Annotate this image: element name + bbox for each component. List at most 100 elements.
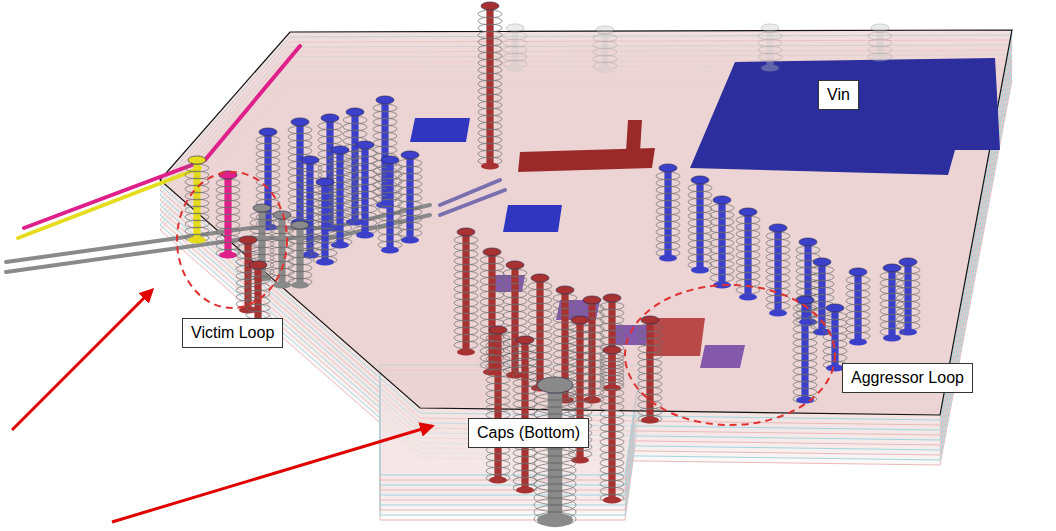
via-ring [373, 111, 397, 119]
via-ring [600, 368, 624, 376]
via-ring [353, 156, 377, 164]
via-ring [256, 178, 280, 186]
via-ring [688, 184, 712, 192]
via-ring [454, 271, 478, 279]
via-ring [638, 338, 662, 346]
via-ring [553, 350, 577, 358]
via-ring [600, 466, 624, 474]
via-ring [656, 186, 680, 194]
via-barrel [854, 272, 861, 342]
via-ring [736, 251, 760, 259]
via-ring [600, 382, 624, 390]
via-barrel [406, 155, 413, 240]
via-ring [503, 297, 527, 305]
via-ring [600, 424, 624, 432]
via-ring [513, 372, 537, 380]
via-cap [457, 228, 475, 236]
via-ring [688, 254, 712, 262]
via-cap [321, 114, 339, 122]
via-pad [761, 64, 779, 71]
via-ring [710, 274, 734, 282]
highlight-marks [12, 172, 835, 522]
via-barrel [361, 145, 368, 235]
via-ring [503, 290, 527, 298]
via-ring [710, 211, 734, 219]
via-ring [688, 205, 712, 213]
via-barrel [511, 265, 518, 375]
via-pad [537, 513, 573, 527]
via-ring [600, 410, 624, 418]
via-ring [553, 329, 577, 337]
via-ring [638, 408, 662, 416]
via-ring [298, 171, 322, 179]
via-ring [185, 164, 209, 172]
via-ring [503, 39, 527, 47]
via-ring [513, 393, 537, 401]
via-cap [739, 208, 757, 216]
pad [700, 345, 745, 368]
via-ring [688, 247, 712, 255]
via-ring [656, 179, 680, 187]
via-ring [553, 322, 577, 330]
via-ring [638, 401, 662, 409]
via-ring [600, 396, 624, 404]
via-ring [766, 260, 790, 268]
via-ring [823, 333, 847, 341]
via-ring [553, 308, 577, 316]
via-ring [553, 343, 577, 351]
via-ring [688, 191, 712, 199]
via-ring [568, 324, 592, 332]
via [486, 326, 510, 484]
pad [503, 205, 562, 232]
via-ring [478, 80, 502, 88]
via-ring [256, 171, 280, 179]
via-ring [600, 438, 624, 446]
via-ring [454, 334, 478, 342]
via-pad [596, 66, 614, 73]
via-ring [288, 257, 312, 265]
pad [410, 118, 470, 142]
via-barrel [904, 262, 911, 332]
via [593, 26, 617, 74]
via-barrel [548, 385, 562, 520]
via [758, 24, 782, 72]
via-ring [313, 228, 337, 236]
via-ring [486, 383, 510, 391]
via-ring [568, 345, 592, 353]
via [656, 164, 680, 262]
label-box: Caps (Bottom) [468, 418, 589, 448]
via [534, 377, 576, 527]
via-ring [766, 239, 790, 247]
via-ring [378, 213, 402, 221]
via-ring [373, 104, 397, 112]
via-ring [288, 243, 312, 251]
via-ring [810, 266, 834, 274]
via-ring [656, 193, 680, 201]
via-pad [489, 476, 507, 483]
via-ring [513, 400, 537, 408]
via-ring [270, 226, 294, 234]
board-layers [160, 30, 1012, 520]
via-ring [503, 269, 527, 277]
via-ring [478, 87, 502, 95]
via-cap [826, 304, 844, 312]
via-ring [528, 296, 552, 304]
via-ring [353, 177, 377, 185]
via-ring [270, 240, 294, 248]
via-ring [185, 213, 209, 221]
via-barrel [646, 320, 653, 420]
via-pad [481, 162, 499, 169]
via-cap [188, 156, 206, 164]
via-ring [793, 367, 817, 375]
via-ring [503, 318, 527, 326]
via-ring [568, 366, 592, 374]
via-ring [688, 226, 712, 234]
via-ring [328, 161, 352, 169]
via-cap [537, 377, 573, 393]
via-cap [769, 224, 787, 232]
label-text: Aggressor Loop [851, 368, 964, 388]
via-ring [373, 139, 397, 147]
via-barrel [774, 228, 781, 313]
signal-trace [440, 190, 505, 215]
via-ring [638, 394, 662, 402]
